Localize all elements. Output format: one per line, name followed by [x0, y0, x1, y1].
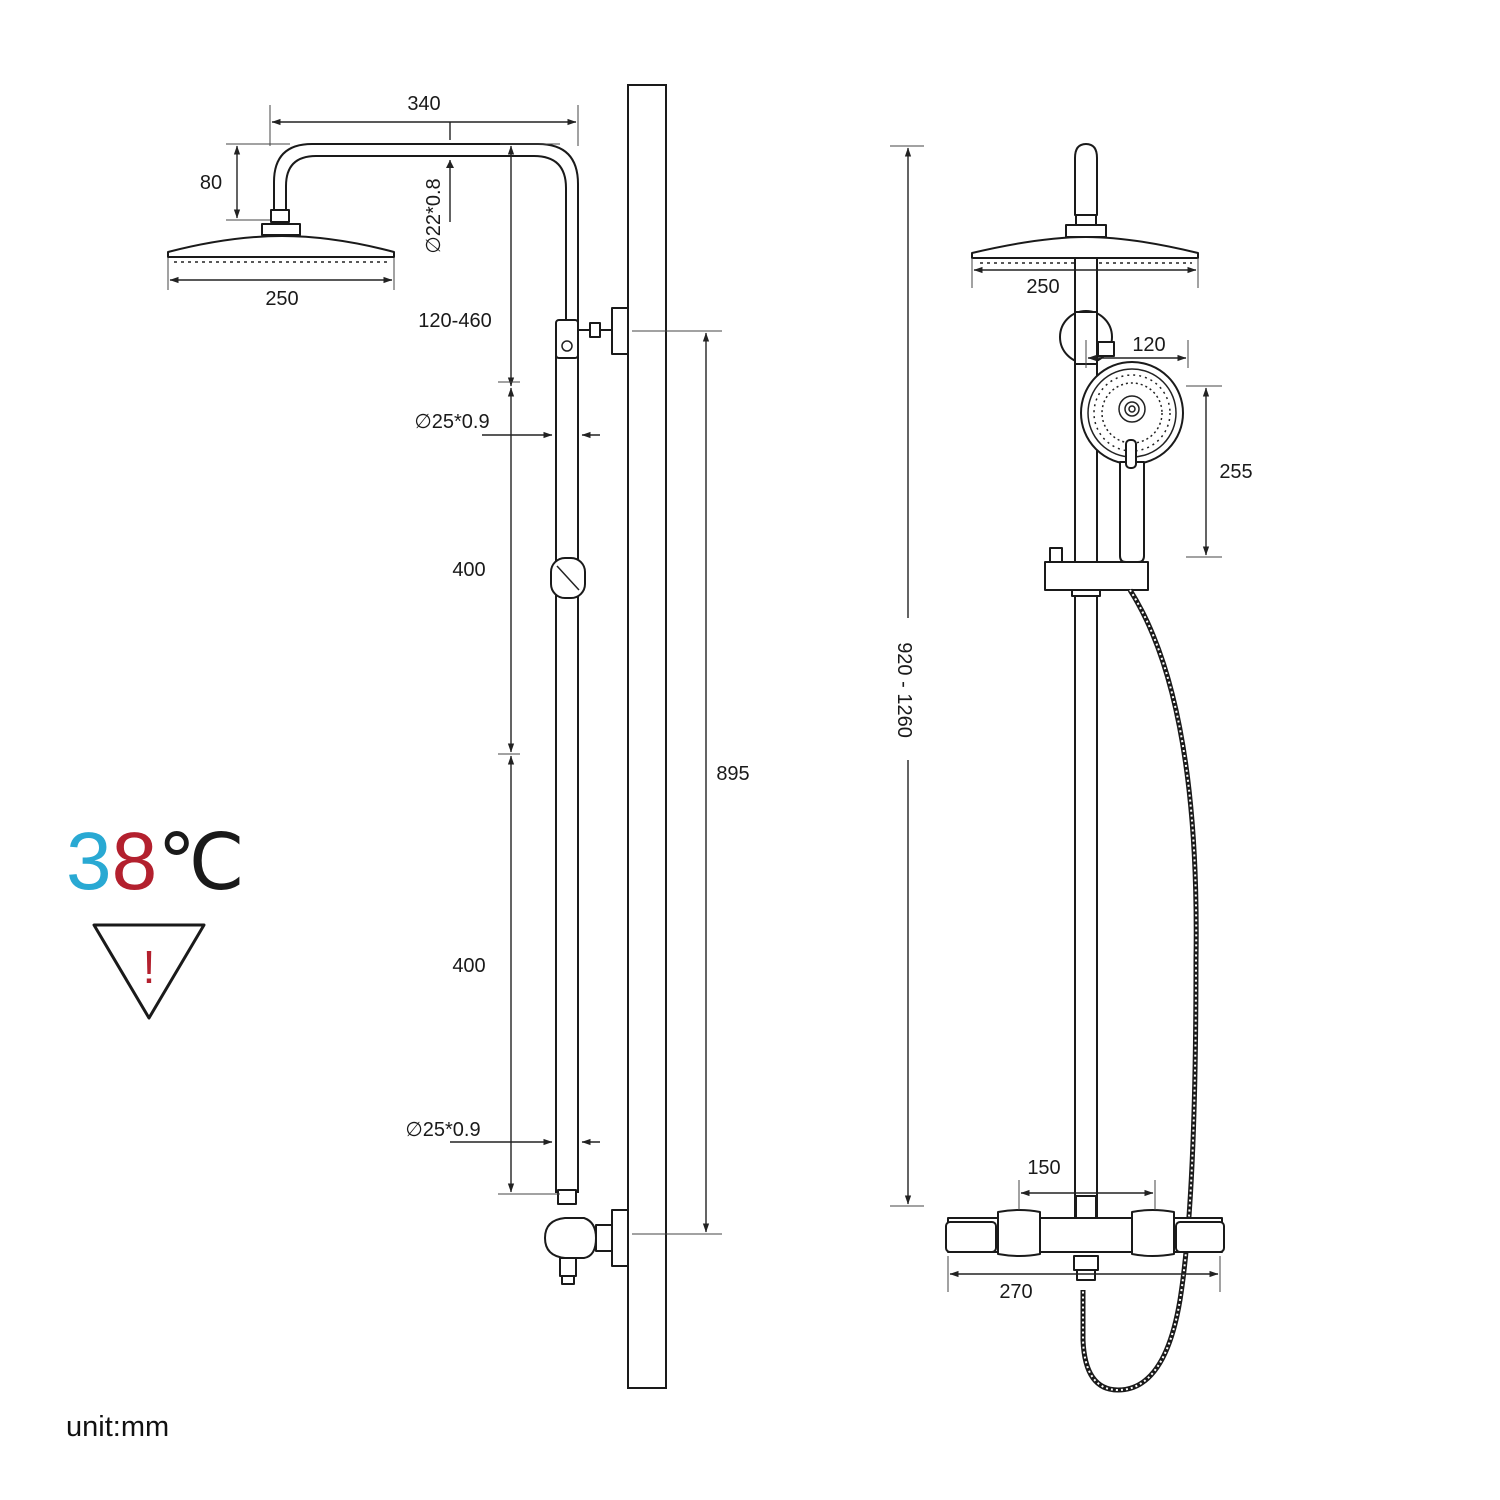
rain-head-front: [971, 236, 1199, 259]
slider-holder-front: [1044, 561, 1149, 591]
temperature-unit: ℃: [157, 818, 245, 906]
hand-shower-handle: [1119, 461, 1145, 563]
shower-arm-front: [1074, 143, 1098, 216]
dim-handshower-length: 255: [1219, 461, 1252, 483]
temperature-digit-3: 3: [66, 816, 112, 907]
side-view: 340 80 ∅22*0.8 250 120-460 400 400 ∅25*0…: [167, 93, 750, 1285]
temperature-badge: 38℃: [66, 816, 245, 907]
dim-segment-lower: 400: [452, 955, 485, 977]
dim-head-diameter-front: 250: [1026, 276, 1059, 298]
wall-bracket-lower: [611, 1209, 629, 1267]
dim-segment-upper: 400: [452, 559, 485, 581]
front-view: 250 920 - 1260 120 255 150 270: [890, 143, 1253, 1393]
shower-arm: [273, 143, 579, 331]
dim-head-diameter-side: 250: [265, 288, 298, 310]
dim-valve-width: 270: [999, 1281, 1032, 1303]
dim-arm-length: 340: [407, 93, 440, 115]
dim-total-height: 920 - 1260: [893, 642, 915, 738]
shower-hose: [1080, 588, 1199, 1393]
temperature-digit-8: 8: [112, 816, 158, 907]
dim-pipe-lower: ∅25*0.9: [405, 1119, 480, 1141]
warning-exclamation: !: [143, 941, 156, 993]
unit-note: unit:mm: [66, 1411, 169, 1443]
dim-arm-pipe: ∅22*0.8: [423, 178, 445, 253]
warning-triangle-icon: !: [92, 923, 206, 1020]
wall-section: [627, 84, 667, 1389]
dim-handshower-offset: 120: [1132, 334, 1165, 356]
dim-adjust-range: 120-460: [418, 310, 491, 332]
rain-head-side: [261, 223, 301, 236]
wall-bracket-upper: [611, 307, 629, 355]
dim-valve-spacing: 150: [1027, 1157, 1060, 1179]
dim-arm-height: 80: [200, 172, 222, 194]
dim-valve-to-bracket: 895: [716, 763, 749, 785]
svg-text:38℃: 38℃: [66, 816, 245, 907]
dim-pipe-upper: ∅25*0.9: [414, 411, 489, 433]
riser-pipe: [555, 329, 579, 1193]
thermostatic-valve-side: [544, 1217, 597, 1259]
